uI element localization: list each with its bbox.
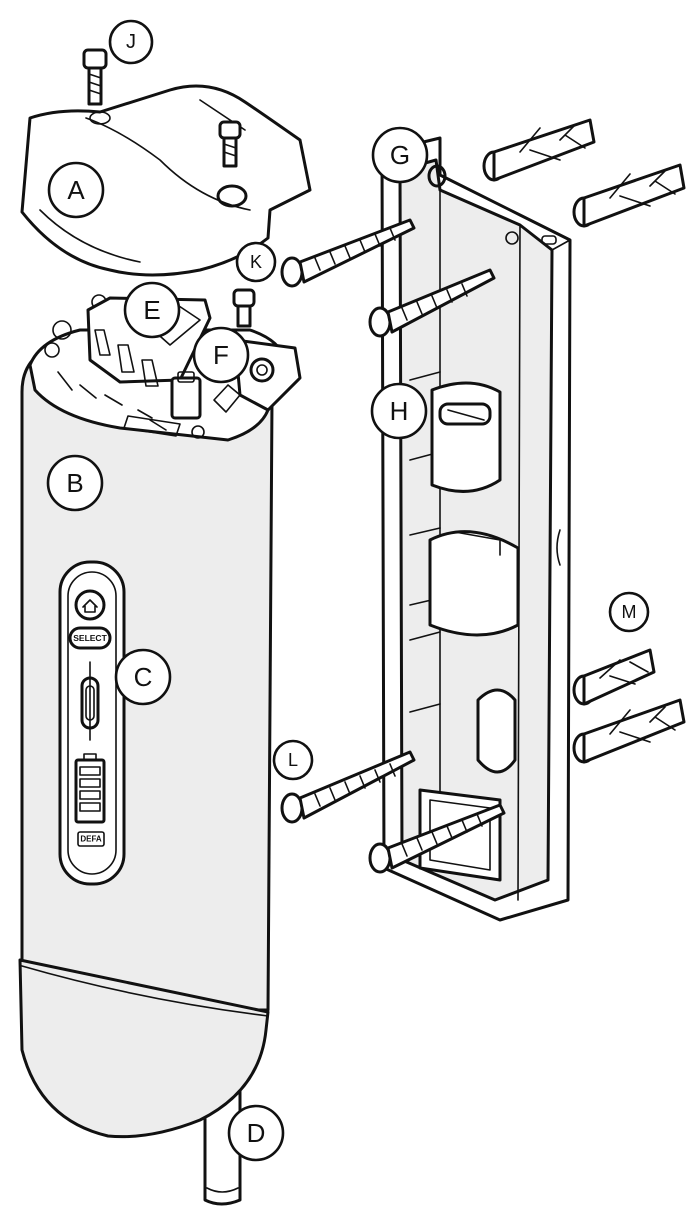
long-screw-l2 — [368, 803, 506, 874]
wall-plug-top-1 — [482, 118, 596, 182]
svg-text:G: G — [390, 140, 410, 170]
callout-g: G — [371, 126, 429, 184]
callout-a: A — [47, 161, 105, 219]
screw-k — [232, 288, 256, 328]
svg-text:B: B — [66, 468, 83, 498]
svg-text:E: E — [143, 295, 160, 325]
callout-f: F — [192, 326, 250, 384]
wall-plug-top-2 — [572, 163, 686, 228]
callout-j: J — [108, 19, 154, 65]
svg-text:J: J — [126, 31, 136, 53]
svg-text:F: F — [213, 340, 229, 370]
select-button — [68, 626, 112, 650]
wall-plug-bottom-1 — [572, 648, 656, 706]
callout-e: E — [123, 281, 181, 339]
svg-text:M: M — [622, 602, 637, 622]
svg-text:C: C — [134, 662, 153, 692]
svg-text:A: A — [67, 175, 85, 205]
cable — [203, 1085, 242, 1206]
svg-text:K: K — [250, 252, 262, 272]
callout-d: D — [227, 1104, 285, 1162]
callout-m: M — [608, 591, 650, 633]
select-label: SELECT — [73, 633, 107, 643]
cover-screw — [218, 120, 242, 168]
long-screw-l1 — [280, 750, 416, 824]
svg-text:H: H — [390, 396, 409, 426]
home-button — [74, 589, 106, 621]
callout-k: K — [235, 241, 277, 283]
svg-text:D: D — [247, 1118, 266, 1148]
callout-l: L — [272, 739, 314, 781]
brand-logo: DEFA — [80, 835, 102, 844]
callout-h: H — [370, 382, 428, 440]
wall-bracket — [380, 136, 572, 922]
long-screw-1 — [280, 218, 416, 288]
callout-b: B — [46, 454, 104, 512]
svg-text:L: L — [288, 750, 298, 770]
home-icon — [82, 599, 98, 613]
battery-icon — [74, 753, 106, 824]
main-housing: SELECT DEFA — [18, 294, 302, 1139]
screw-j — [82, 48, 108, 106]
long-screw-2 — [368, 268, 496, 338]
callout-c: C — [114, 648, 172, 706]
wall-plug-bottom-2 — [572, 698, 686, 764]
